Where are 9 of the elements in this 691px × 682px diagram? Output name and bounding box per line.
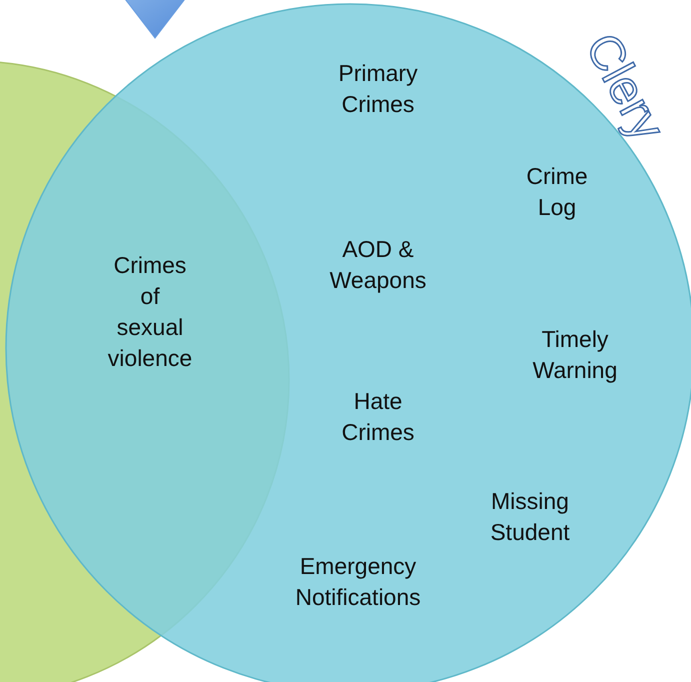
item-text: Emergency Notifications — [295, 552, 421, 612]
item-text: Hate Crimes — [340, 387, 416, 447]
item-text: Crime Log — [525, 162, 589, 222]
item-text: AOD & Weapons — [330, 235, 426, 295]
item-text: Timely Warning — [532, 325, 618, 385]
overlap-label: Crimes of sexual violence — [106, 251, 194, 373]
item-text: Missing Student — [489, 487, 571, 547]
title: Clery — [574, 24, 676, 151]
item-text: Primary Crimes — [337, 59, 419, 119]
